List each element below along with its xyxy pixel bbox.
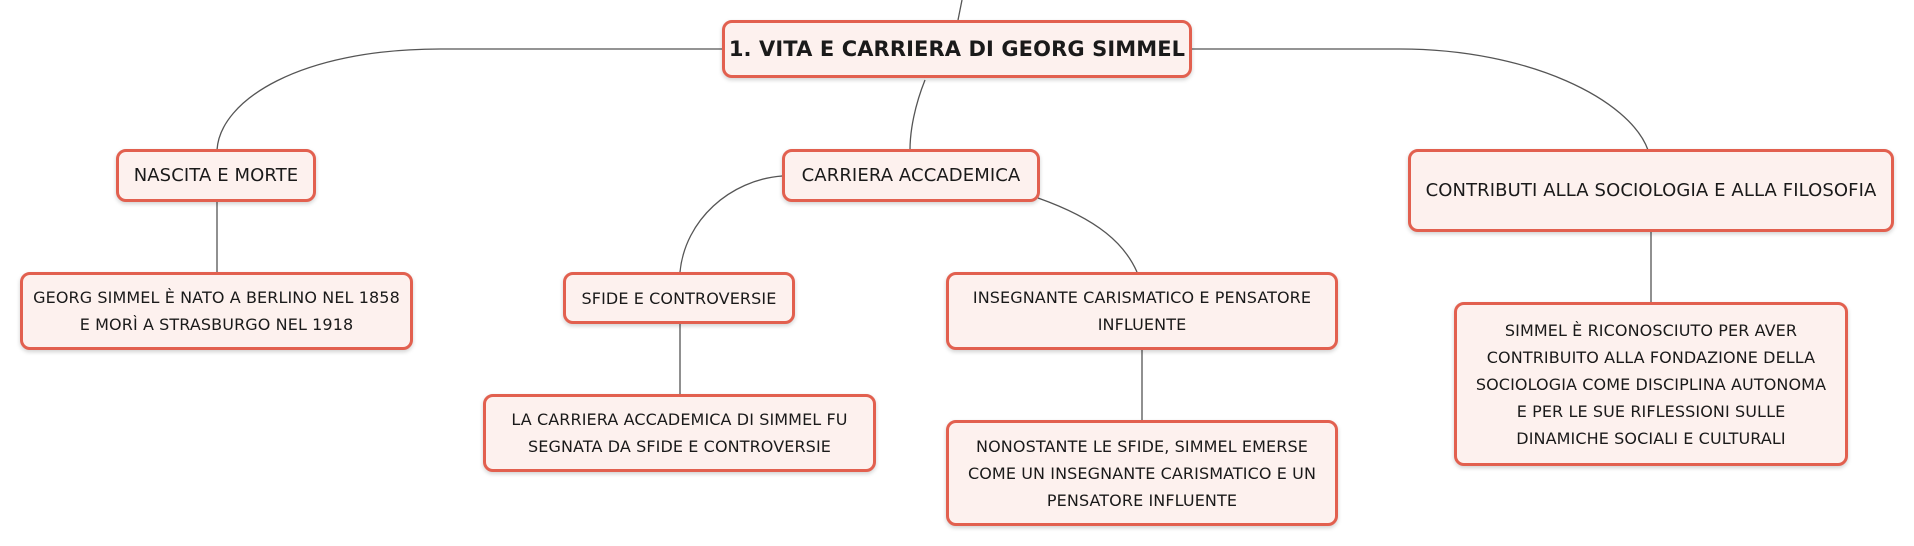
connector-academic-career-to-teacher xyxy=(1037,197,1138,273)
connector-root-to-birth-death xyxy=(216,48,725,151)
detail-challenges-text: LA CARRIERA ACCADEMICA DI SIMMEL FU SEGN… xyxy=(511,410,848,456)
topic-teacher[interactable]: INSEGNANTE CARISMATICO E PENSATORE INFLU… xyxy=(946,272,1338,350)
connector-academic-career-to-challenges xyxy=(679,175,783,273)
connector-parent-to-root xyxy=(957,0,963,21)
detail-teacher-text: NONOSTANTE LE SFIDE, SIMMEL EMERSE COME … xyxy=(967,436,1317,510)
topic-challenges-label: SFIDE E CONTROVERSIE xyxy=(581,288,777,308)
topic-teacher-label: INSEGNANTE CARISMATICO E PENSATORE INFLU… xyxy=(972,288,1312,334)
topic-birth-death-label: NASCITA E MORTE xyxy=(133,165,299,186)
connector-root-to-academic-career xyxy=(909,79,926,151)
detail-birth-death[interactable]: GEORG SIMMEL È NATO A BERLINO NEL 1858 E… xyxy=(20,272,413,350)
topic-academic-career[interactable]: CARRIERA ACCADEMICA xyxy=(782,149,1040,202)
topic-birth-death[interactable]: NASCITA E MORTE xyxy=(116,149,316,202)
detail-teacher[interactable]: NONOSTANTE LE SFIDE, SIMMEL EMERSE COME … xyxy=(946,420,1338,526)
topic-contributions[interactable]: CONTRIBUTI ALLA SOCIOLOGIA E ALLA FILOSO… xyxy=(1408,149,1894,232)
detail-contributions-text: SIMMEL È RICONOSCIUTO PER AVER CONTRIBUI… xyxy=(1475,320,1827,448)
topic-academic-career-label: CARRIERA ACCADEMICA xyxy=(801,165,1021,186)
topic-challenges[interactable]: SFIDE E CONTROVERSIE xyxy=(563,272,795,324)
topic-contributions-label: CONTRIBUTI ALLA SOCIOLOGIA E ALLA FILOSO… xyxy=(1425,180,1877,201)
root-topic[interactable]: 1. VITA E CARRIERA DI GEORG SIMMEL xyxy=(722,20,1192,78)
root-topic-label: 1. VITA E CARRIERA DI GEORG SIMMEL xyxy=(728,37,1186,61)
detail-birth-death-text: GEORG SIMMEL È NATO A BERLINO NEL 1858 E… xyxy=(33,288,400,334)
connector-root-to-contributions xyxy=(1190,48,1649,151)
detail-challenges[interactable]: LA CARRIERA ACCADEMICA DI SIMMEL FU SEGN… xyxy=(483,394,876,472)
detail-contributions[interactable]: SIMMEL È RICONOSCIUTO PER AVER CONTRIBUI… xyxy=(1454,302,1848,466)
